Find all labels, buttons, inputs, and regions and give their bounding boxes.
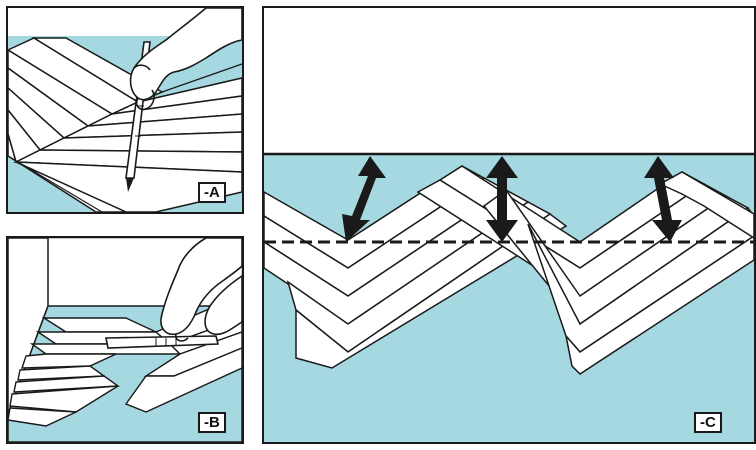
panel-c-label: -C (694, 412, 722, 433)
double-headed-arrow-icon (342, 156, 386, 242)
hand-icon (160, 237, 243, 342)
panel-a: -A (6, 6, 244, 214)
panel-b: -B (6, 236, 244, 444)
ruler-icon (105, 335, 220, 349)
panel-c: -C (262, 6, 756, 444)
double-headed-arrow-icon (486, 156, 518, 242)
double-headed-arrow-icon (644, 156, 682, 242)
panel-b-label: -B (198, 412, 226, 433)
panel-a-label: -A (198, 182, 226, 203)
panel-a-illustration (6, 6, 244, 214)
hand-icon (129, 7, 243, 111)
herringbone-planks-c (263, 165, 755, 375)
panel-b-illustration (6, 236, 244, 444)
panel-c-illustration (262, 6, 756, 444)
